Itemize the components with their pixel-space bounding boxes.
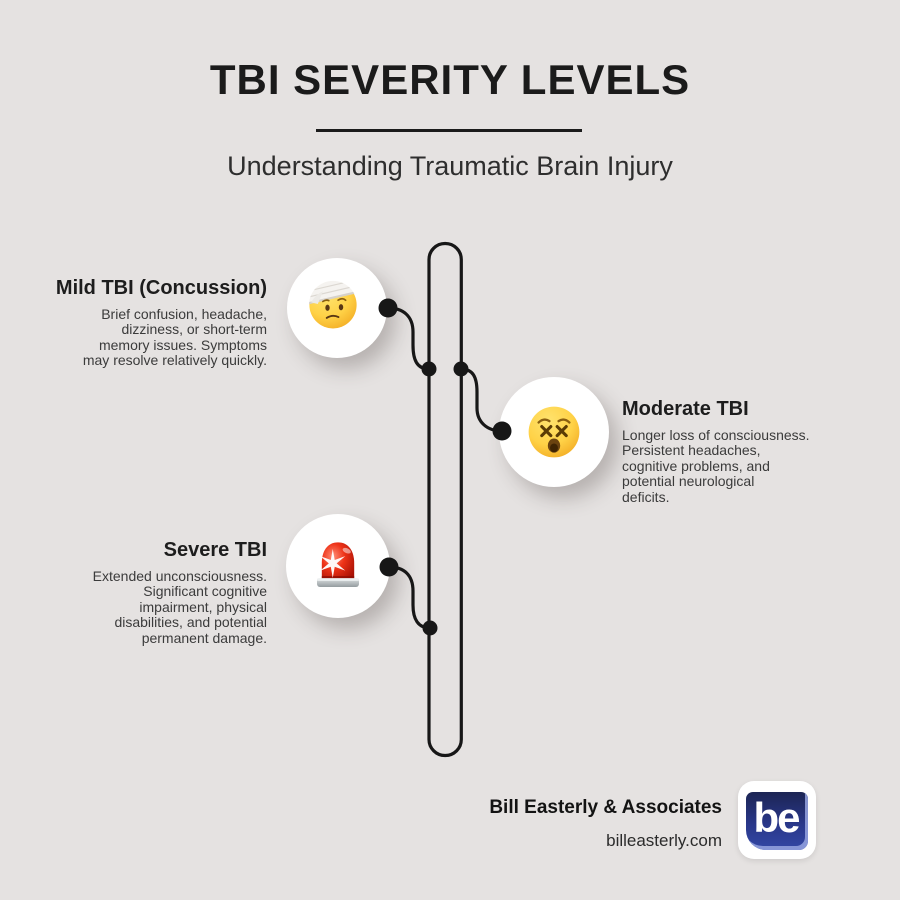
mild-connector-line	[387, 306, 430, 371]
face-with-head-bandage-emoji	[309, 280, 357, 329]
moderate-tbi-icon-circle	[499, 377, 609, 487]
title-divider	[316, 129, 582, 132]
severe-tbi-title: Severe TBI	[163, 539, 267, 561]
footer-text-block: Bill Easterly & Associates billeasterly.…	[489, 797, 722, 850]
police-car-light-emoji	[317, 542, 359, 587]
mild-tbi-title: Mild TBI (Concussion)	[55, 277, 267, 299]
company-name: Bill Easterly & Associates	[489, 797, 722, 818]
moderate-tbi-text-block: Moderate TBI Longer loss of consciousnes…	[622, 398, 862, 505]
website-url: billeasterly.com	[606, 830, 722, 850]
page-subtitle: Understanding Traumatic Brain Injury	[227, 151, 673, 181]
mild-tbi-icon-circle	[287, 258, 387, 358]
severe-tbi-text-block: Severe TBI Extended unconsciousness. Sig…	[27, 539, 267, 646]
moderate-capsule-dot	[453, 361, 469, 377]
moderate-connector-line	[460, 367, 503, 433]
dizzy-face-emoji	[528, 406, 580, 458]
mild-capsule-dot	[421, 361, 437, 377]
brand-logo-mark: be	[746, 792, 808, 850]
severe-capsule-dot	[422, 620, 438, 636]
mild-tbi-description: Brief confusion, headache, dizziness, or…	[82, 306, 267, 369]
severe-connector-line	[388, 565, 431, 630]
moderate-tbi-description: Longer loss of consciousness. Persistent…	[622, 427, 810, 505]
mild-tbi-text-block: Mild TBI (Concussion) Brief confusion, h…	[27, 277, 267, 369]
timeline-capsule	[427, 241, 463, 758]
brand-logo-text: be	[753, 794, 800, 841]
moderate-tbi-title: Moderate TBI	[622, 398, 749, 420]
severe-tbi-description: Extended unconsciousness. Significant co…	[92, 568, 267, 646]
brand-logo: be	[738, 781, 816, 859]
severe-tbi-icon-circle	[286, 514, 390, 618]
page-title: TBI SEVERITY LEVELS	[209, 56, 691, 103]
